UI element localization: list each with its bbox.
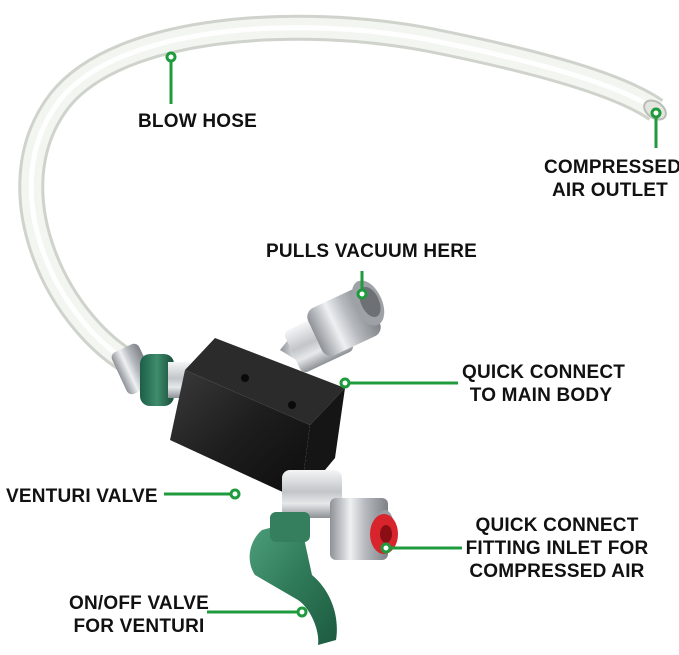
label-compressed-air-outlet-line1: COMPRESSED <box>544 157 679 178</box>
label-blow-hose-text: BLOW HOSE <box>138 111 257 132</box>
label-compressed-air-outlet: COMPRESSED AIR OUTLET <box>544 156 679 202</box>
label-quick-connect-inlet: QUICK CONNECT FITTING INLET FOR COMPRESS… <box>462 514 652 583</box>
label-quick-connect-main-line1: QUICK CONNECT <box>462 362 626 383</box>
hose-collar <box>111 343 190 406</box>
label-quick-connect-inlet-line2: FITTING INLET FOR <box>465 538 649 559</box>
callout-lines <box>164 58 658 614</box>
label-pulls-vacuum-here: PULLS VACUUM HERE <box>266 240 477 263</box>
label-venturi-valve-text: VENTURI VALVE <box>6 486 158 507</box>
label-on-off-valve-line1: ON/OFF VALVE <box>69 593 209 614</box>
label-on-off-valve-line2: FOR VENTURI <box>73 616 205 637</box>
label-compressed-air-outlet-line2: AIR OUTLET <box>552 180 668 201</box>
label-quick-connect-inlet-line3: COMPRESSED AIR <box>469 561 645 582</box>
label-pulls-vacuum-here-text: PULLS VACUUM HERE <box>266 241 477 262</box>
red-inlet <box>370 514 398 554</box>
label-quick-connect-main-line2: TO MAIN BODY <box>469 385 613 406</box>
label-venturi-valve: VENTURI VALVE <box>6 485 158 508</box>
quick-connect-main <box>280 280 385 373</box>
label-quick-connect-inlet-line1: QUICK CONNECT <box>475 515 639 536</box>
on-off-lever <box>249 512 337 645</box>
callout-dots <box>165 51 662 618</box>
label-on-off-valve: ON/OFF VALVE FOR VENTURI <box>64 592 214 638</box>
label-quick-connect-main: QUICK CONNECT TO MAIN BODY <box>462 361 626 407</box>
label-blow-hose: BLOW HOSE <box>138 110 257 133</box>
blow-hose <box>18 14 667 380</box>
